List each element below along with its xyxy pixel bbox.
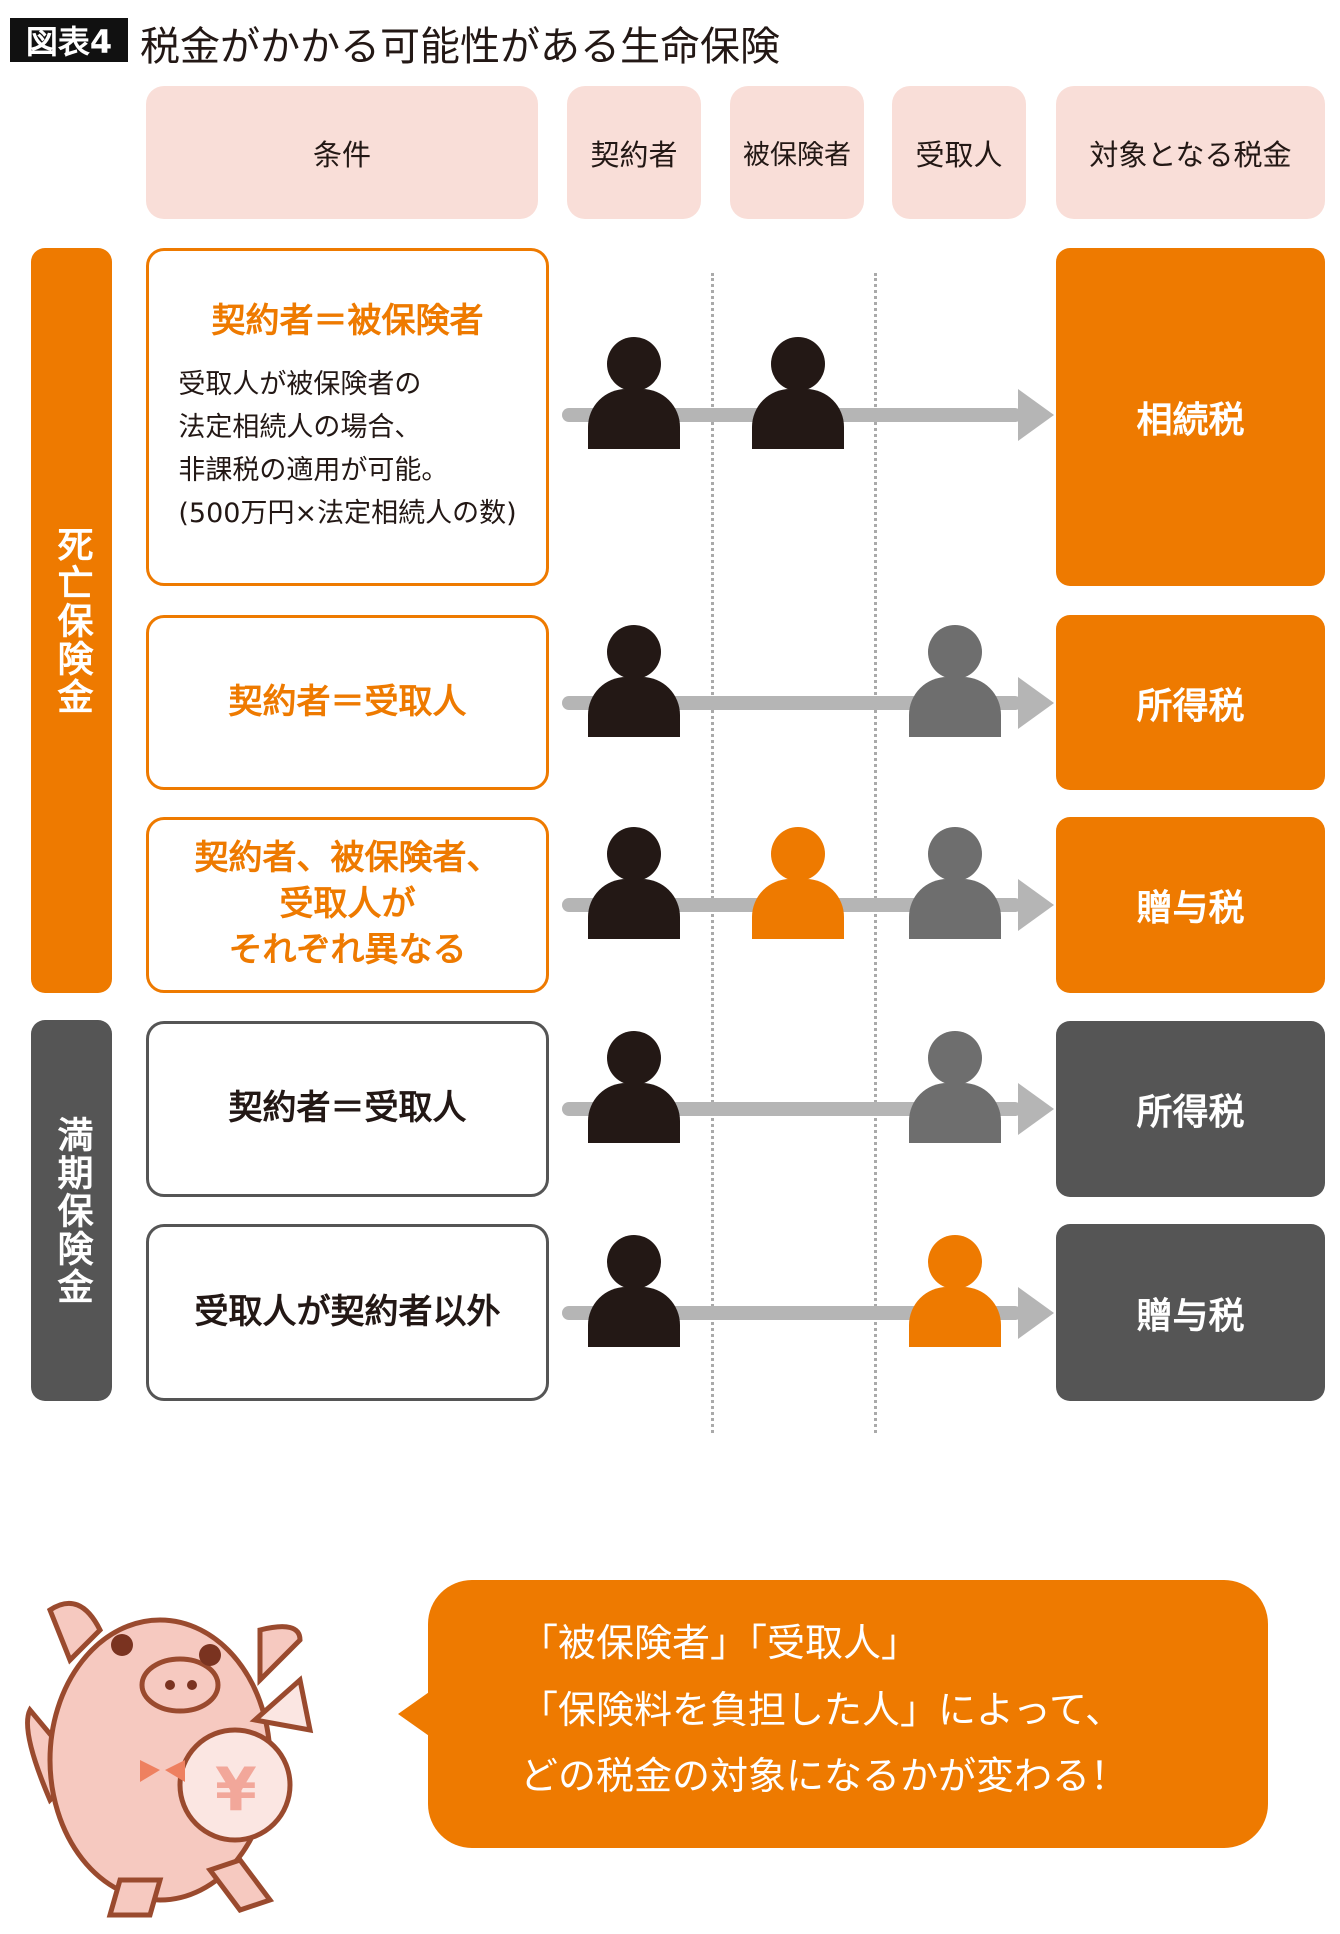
condition-title: 契約者＝受取人 [228,681,467,722]
person-icon-gray [909,625,1001,737]
person-icon-orange [752,827,844,939]
condition-note: 受取人が被保険者の法定相続人の場合、非課税の適用が可能。 (500万円×法定相続人… [178,363,516,536]
condition-title: 受取人が契約者以外 [194,1291,501,1332]
note-line: (500万円×法定相続人の数) [178,498,517,530]
condition-box: 契約者＝受取人 [146,615,549,790]
arrow-head-icon [1018,1287,1054,1339]
bubble-line: 「保険料を負担した人」によって、 [520,1687,1124,1732]
tax-box: 相続税 [1056,248,1325,586]
header-contractor: 契約者 [567,86,701,219]
tax-box: 所得税 [1056,1021,1325,1197]
arrow-head-icon [1018,1083,1054,1135]
arrow-head-icon [1018,879,1054,931]
person-icon-gray [909,1031,1001,1143]
arrow-head-icon [1018,677,1054,729]
bubble-line: 「被保険者」「受取人」 [520,1621,920,1665]
figure-label: 図表4 [10,18,128,62]
arrow-head-icon [1018,389,1054,441]
header-condition: 条件 [146,86,538,219]
header-recipient: 受取人 [892,86,1026,219]
condition-line: それぞれ異なる [228,929,467,970]
tax-box: 贈与税 [1056,817,1325,993]
person-icon-black [588,827,680,939]
group-maturity-benefit: 満期保険金 [31,1020,112,1401]
note-line: 法定相続人の場合、 [178,411,422,443]
condition-box: 契約者、被保険者、受取人がそれぞれ異なる [146,817,549,993]
condition-box: 受取人が契約者以外 [146,1224,549,1401]
person-icon-black [588,625,680,737]
column-divider [711,273,714,1433]
bubble-line: どの税金の対象になるかが変わる！ [520,1754,1129,1798]
pig-mascot-illustration: ¥ [25,1600,314,1918]
condition-line: 受取人が [279,884,416,925]
person-icon-black [588,1031,680,1143]
person-icon-black [752,337,844,449]
column-divider [874,273,877,1433]
person-icon-orange [909,1235,1001,1347]
person-icon-black [588,1235,680,1347]
tax-box: 所得税 [1056,615,1325,790]
header-tax: 対象となる税金 [1056,86,1325,219]
header-insured: 被保険者 [730,86,864,219]
condition-line: 契約者、被保険者、 [194,838,501,879]
svg-text:¥: ¥ [215,1755,257,1825]
condition-title: 契約者＝被保険者 [211,300,484,341]
note-line: 非課税の適用が可能。 [178,454,449,486]
page-title: 税金がかかる可能性がある生命保険 [140,24,780,70]
person-icon-black [588,337,680,449]
tax-box: 贈与税 [1056,1224,1325,1401]
note-line: 受取人が被保険者の [178,368,422,400]
condition-title: 契約者＝受取人 [228,1088,467,1129]
condition-box: 契約者＝受取人 [146,1021,549,1197]
condition-box: 契約者＝被保険者受取人が被保険者の法定相続人の場合、非課税の適用が可能。 (500… [146,248,549,586]
group-death-benefit: 死亡保険金 [31,248,112,993]
speech-bubble: 「被保険者」「受取人」 「保険料を負担した人」によって、 どの税金の対象になるか… [428,1580,1268,1848]
speech-bubble-tail [398,1690,432,1738]
person-icon-gray [909,827,1001,939]
